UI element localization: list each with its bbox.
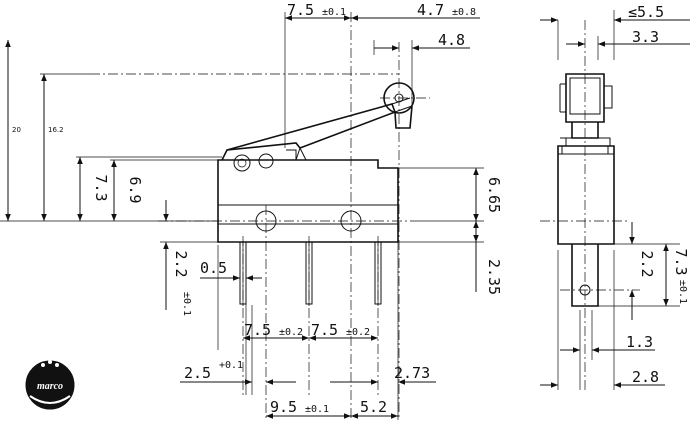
- actuator-lever: [221, 82, 415, 172]
- dim-2-2-left-tol: ±0.1: [181, 292, 192, 316]
- dim-5-2: 5.2: [360, 398, 387, 416]
- dim-2-73: 2.73: [394, 364, 430, 382]
- side-dim-2-8: 2.8: [632, 368, 659, 386]
- side-dim-3-3: 3.3: [632, 28, 659, 46]
- extension-lines: [0, 12, 484, 420]
- dim-9-5-tol: ±0.1: [305, 404, 329, 415]
- side-dim-5-5: ≤5.5: [628, 3, 664, 21]
- dim-9-5: 9.5: [270, 398, 297, 416]
- centre-lines: [158, 12, 430, 420]
- dim-20: 20: [12, 126, 21, 134]
- dim-2-35: 2.35: [485, 259, 503, 295]
- dim-7-5-left: 7.5: [244, 321, 271, 339]
- dim-2-5: 2.5: [184, 364, 211, 382]
- dim-7-5-right: 7.5: [311, 321, 338, 339]
- dimension-lines: [5, 15, 480, 419]
- dim-2-2-left: 2.2: [172, 250, 190, 277]
- dim-top-4-7-tol: ±0.8: [452, 7, 476, 18]
- dim-6-9: 6.9: [126, 176, 144, 203]
- dim-4-8: 4.8: [438, 31, 465, 49]
- dim-7-5-right-tol: ±0.2: [346, 327, 370, 338]
- side-dim-1-3: 1.3: [626, 333, 653, 351]
- dim-7-3: 7.3: [92, 174, 110, 201]
- logo-text: marco: [37, 381, 63, 392]
- switch-body: [217, 146, 399, 243]
- dim-16-2: 16.2: [48, 126, 64, 134]
- dim-top-4-7: 4.7: [417, 1, 444, 19]
- dim-2-5-tol: +0.1: [219, 360, 243, 371]
- front-view: 7.5 ±0.1 4.7 ±0.8 4.8 20 16.2 7.3 6.9 6.…: [0, 1, 503, 420]
- side-dim-7-3-tol: ±0.1: [677, 280, 688, 304]
- terminals: [239, 241, 382, 306]
- dim-0-5: 0.5: [200, 259, 227, 277]
- side-dim-2-2: 2.2: [638, 250, 656, 277]
- marco-logo: marco: [24, 359, 76, 411]
- dim-top-7-5: 7.5: [287, 1, 314, 19]
- side-view: ≤5.5 3.3 2.2 7.3 ±0.1 1.3 2.8: [540, 3, 690, 390]
- dim-7-5-left-tol: ±0.2: [279, 327, 303, 338]
- dim-6-65: 6.65: [485, 177, 503, 213]
- side-dim-7-3: 7.3: [672, 248, 690, 275]
- dimension-labels: 7.5 ±0.1 4.7 ±0.8 4.8 20 16.2 7.3 6.9 6.…: [12, 1, 503, 416]
- dim-top-7-5-tol: ±0.1: [322, 7, 346, 18]
